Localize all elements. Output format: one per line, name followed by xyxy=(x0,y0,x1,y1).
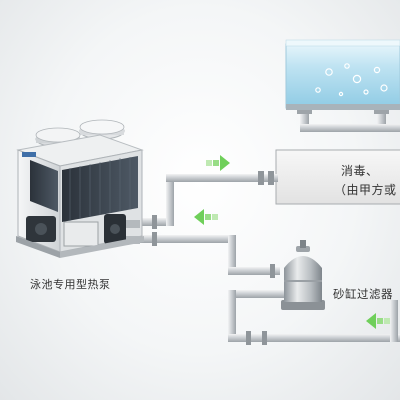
pool-heat-pump-unit xyxy=(16,119,144,258)
flow-arrow-return-left xyxy=(194,209,218,225)
swimming-pool xyxy=(285,39,400,132)
sand-filter-tank xyxy=(281,240,325,310)
pool-inlet-pipe xyxy=(300,110,309,128)
pool-water-surface xyxy=(285,39,400,47)
water-heat-exchanger xyxy=(63,221,99,247)
flow-arrows xyxy=(194,155,390,329)
disinfection-label-line2: （由甲方或 xyxy=(334,183,397,197)
pipe-to-filter xyxy=(228,267,280,275)
disinfection-label-line1: 消毒、 xyxy=(341,164,379,178)
brand-logo xyxy=(22,152,36,157)
pool-rim xyxy=(286,104,400,110)
flow-arrow-pool-left xyxy=(366,313,390,329)
heat-pump-label: 泳池专用型热泵 xyxy=(30,278,111,291)
disinfection-equipment-box xyxy=(275,149,400,205)
water-bubbles xyxy=(315,63,388,97)
flow-arrow-supply-right xyxy=(206,155,230,171)
pipe-filter-drop xyxy=(228,290,236,342)
pipe-filter-outlet xyxy=(228,290,284,298)
sand-filter-label: 砂缸过滤器 xyxy=(333,287,393,301)
pipe-return-drop xyxy=(228,235,236,275)
pipe-pool-return-bottom xyxy=(228,334,400,342)
pool-return-pipe xyxy=(300,124,400,132)
pipe-return-horizontal xyxy=(140,235,236,243)
pipe-network xyxy=(140,171,400,345)
pipe-supply-to-box xyxy=(166,174,278,182)
pipe-supply-riser xyxy=(166,176,174,226)
pool-outlet-pipe xyxy=(377,110,386,128)
